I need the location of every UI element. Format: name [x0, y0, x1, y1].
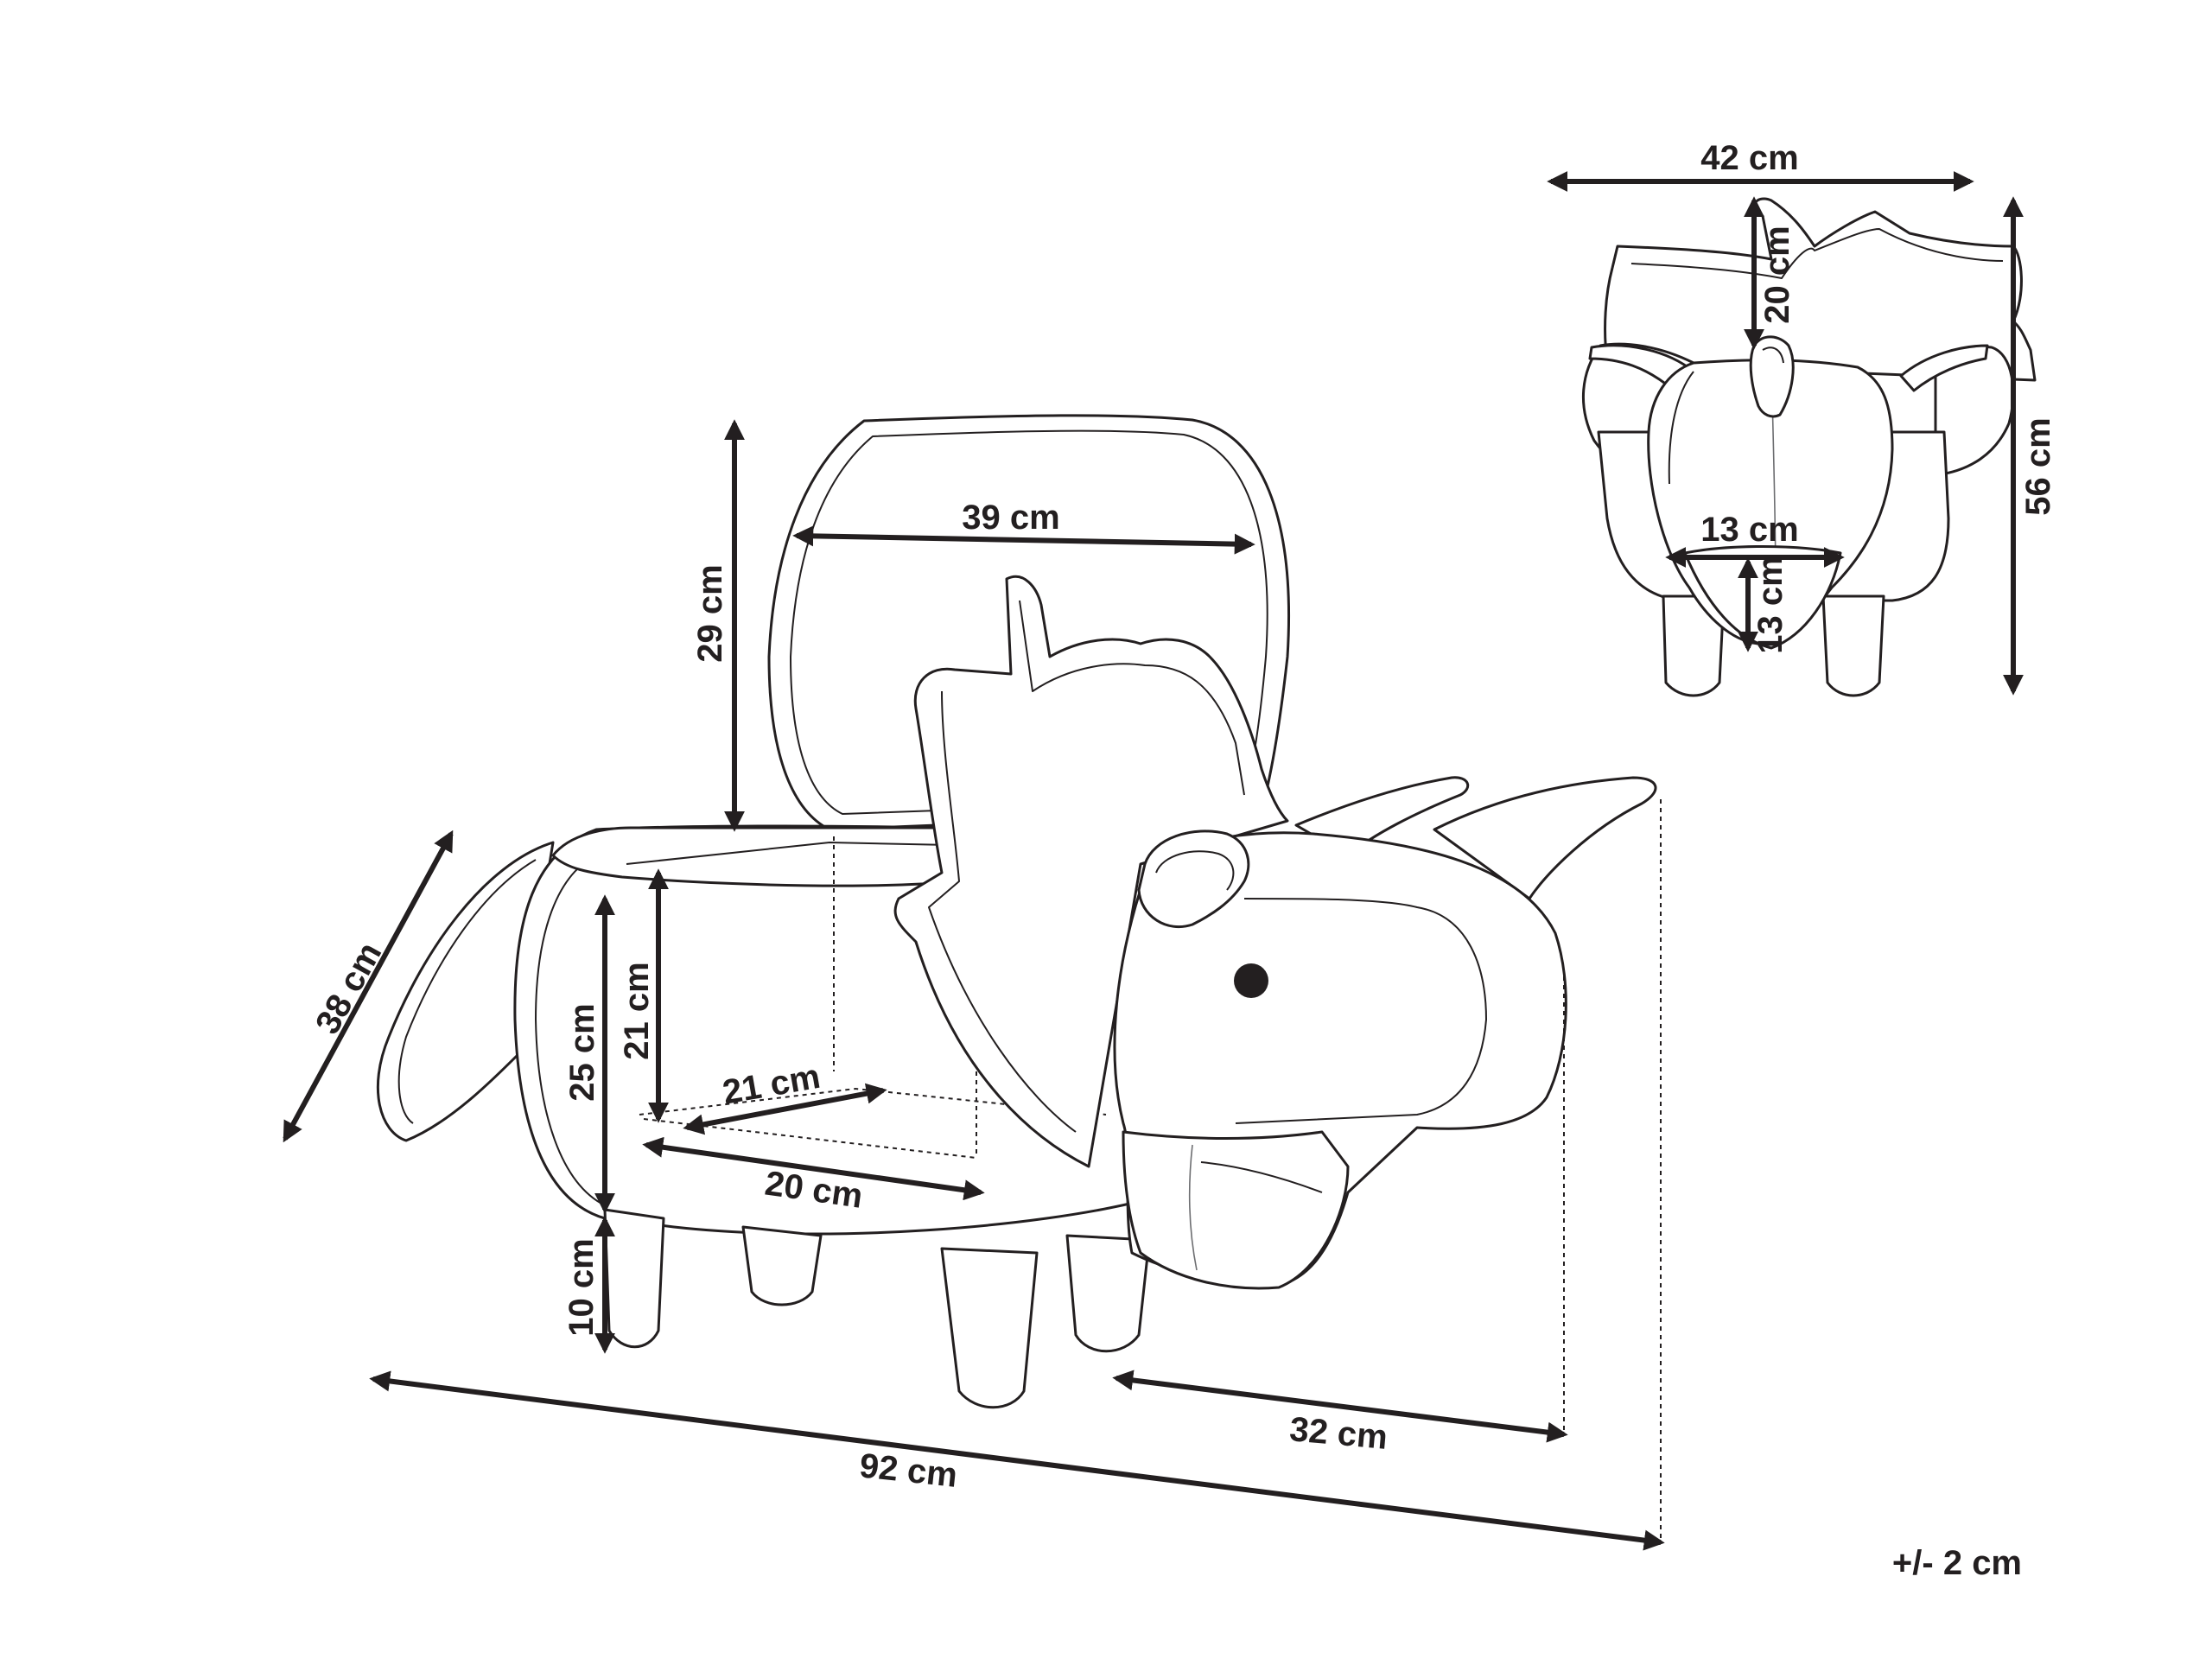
leg-back-left	[603, 1208, 665, 1349]
horn-right	[1433, 776, 1657, 900]
total-height-label: 56 cm	[2019, 417, 2057, 515]
body-depth-label: 38 cm	[308, 936, 389, 1040]
head-length-label: 32 cm	[1288, 1410, 1389, 1457]
snout-height-label: 13 cm	[1751, 556, 1789, 653]
body-height-label: 25 cm	[563, 1003, 601, 1101]
storage-height-label: 21 cm	[618, 962, 656, 1059]
lid-height-label: 29 cm	[691, 564, 729, 662]
snout	[1122, 1130, 1350, 1290]
front-view	[1581, 197, 2037, 697]
tolerance-note: +/- 2 cm	[1892, 1544, 2022, 1582]
leg-back-right	[741, 1225, 823, 1306]
front-dimensions: 42 cm 20 cm 56 cm 13 cm 13 cm	[1547, 139, 2057, 696]
leg-front-right	[1065, 1234, 1151, 1353]
snout-width-label: 13 cm	[1700, 511, 1798, 549]
frill	[893, 575, 1289, 1168]
leg-front-left	[940, 1247, 1039, 1409]
eye	[1234, 963, 1268, 998]
frill-height-label: 20 cm	[1758, 226, 1796, 323]
front-leg-right	[1821, 594, 1885, 697]
leg-height-label: 10 cm	[563, 1238, 601, 1336]
side-view	[376, 414, 1657, 1409]
lid-width-label: 39 cm	[962, 499, 1059, 537]
front-width-label: 42 cm	[1700, 139, 1798, 177]
